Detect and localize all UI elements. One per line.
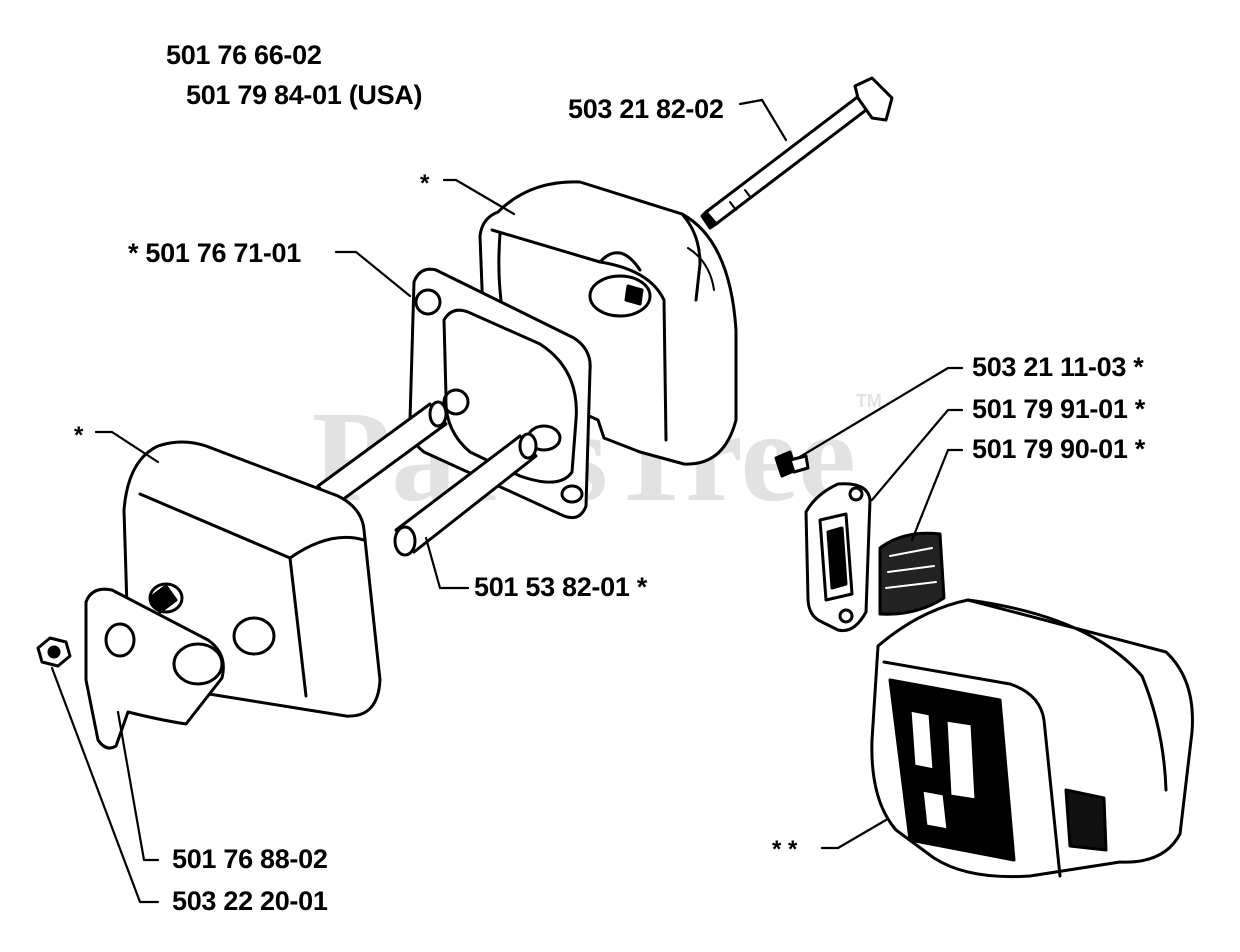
label-501-76-71-01: * 501 76 71-01: [128, 238, 301, 268]
label-501-53-82-01: 501 53 82-01 *: [474, 572, 647, 602]
small-plate: [804, 482, 872, 633]
spacer-tubes: [316, 400, 538, 557]
label-501-79-84-01-usa: 501 79 84-01 (USA): [186, 80, 423, 110]
star-marker-complete-muffler: * *: [772, 836, 798, 863]
star-marker-rear-cover: *: [420, 170, 430, 197]
label-501-79-90-01: 501 79 90-01 *: [972, 434, 1145, 464]
flange-plate: [84, 584, 225, 750]
label-501-76-88-02: 501 76 88-02: [172, 844, 328, 874]
leader-lines: [50, 98, 964, 904]
label-501-76-66-02: 501 76 66-02: [166, 40, 322, 70]
label-503-22-20-01: 503 22 20-01: [172, 886, 328, 916]
long-bolt: [700, 76, 894, 230]
nut: [36, 636, 72, 668]
star-marker-front-cover: *: [74, 422, 84, 449]
label-503-21-11-03: 503 21 11-03 *: [972, 352, 1144, 382]
complete-muffler: [870, 598, 1194, 879]
label-503-21-82-02: 503 21 82-02: [568, 94, 724, 124]
spark-screen: [878, 531, 946, 616]
label-501-79-91-01: 501 79 91-01 *: [972, 394, 1145, 424]
muffler-gasket: [408, 267, 592, 520]
